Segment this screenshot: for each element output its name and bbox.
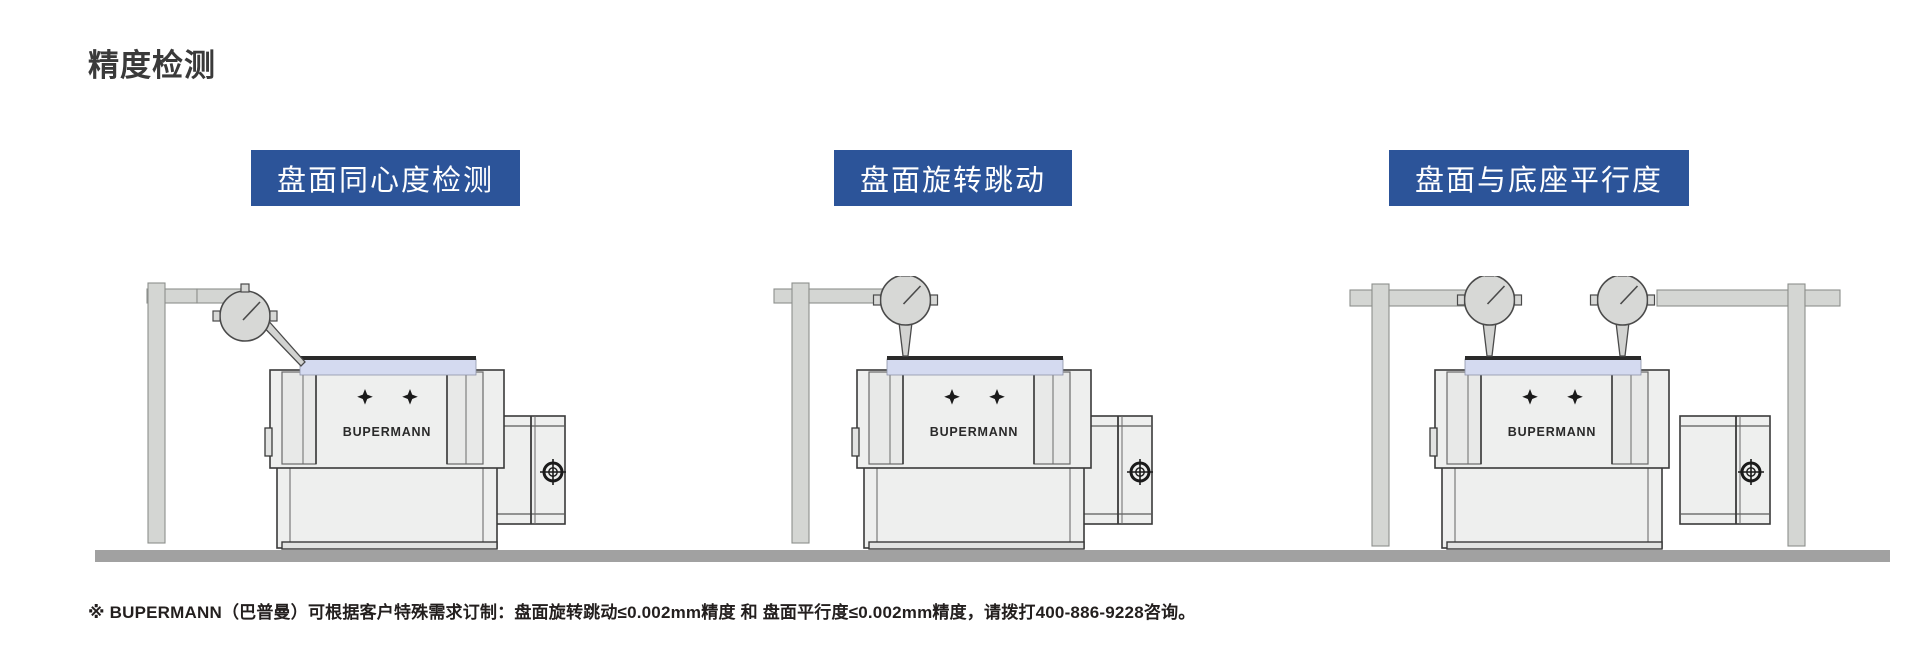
machine-body — [1428, 354, 1772, 551]
brand-text: BUPERMANN — [1508, 425, 1596, 439]
dial-indicator-gauge-right — [1589, 276, 1656, 357]
section-label-parallelism: 盘面与底座平行度 — [1389, 150, 1690, 206]
footnote-text: ※ BUPERMANN（巴普曼）可根据客户特殊需求订制：盘面旋转跳动≤0.002… — [88, 603, 1196, 622]
support-post-left — [146, 282, 244, 544]
section-label-concentricity: 盘面同心度检测 — [251, 150, 521, 206]
brand-text: BUPERMANN — [930, 425, 1018, 439]
support-post-left — [1349, 283, 1480, 547]
parallelism-test-diagram: BUPERMANN — [1330, 276, 1890, 556]
page-title: 精度检测 — [88, 48, 216, 83]
concentricity-test-diagram: BUPERMANN — [110, 276, 630, 556]
dial-indicator-gauge — [212, 283, 306, 367]
section-label-runout: 盘面旋转跳动 — [834, 150, 1073, 206]
dial-indicator-gauge — [872, 276, 939, 357]
brand-text: BUPERMANN — [343, 425, 431, 439]
dial-indicator-gauge-left — [1456, 276, 1523, 357]
support-post-right — [1656, 283, 1841, 547]
machine-body — [263, 354, 568, 551]
ground-strip — [95, 550, 1890, 562]
runout-test-diagram: BUPERMANN — [762, 276, 1222, 556]
machine-body — [850, 354, 1155, 551]
support-post-left — [773, 282, 888, 544]
